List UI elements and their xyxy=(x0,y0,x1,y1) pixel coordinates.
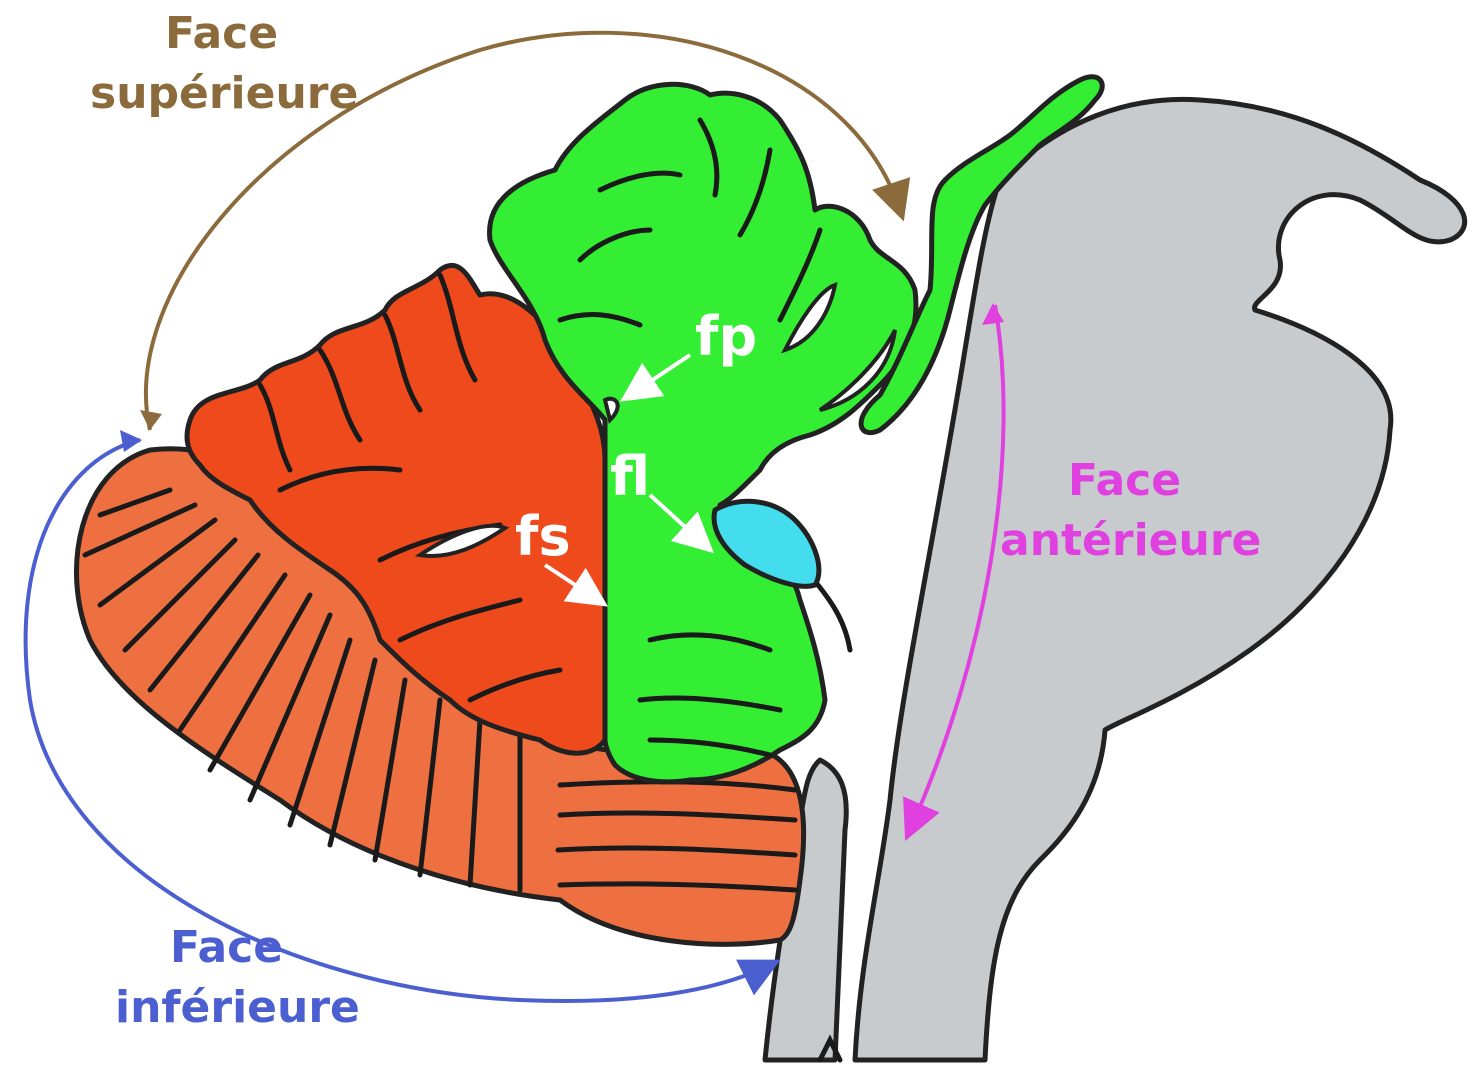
label-face-anterieure-line2: antérieure xyxy=(1000,515,1261,566)
label-face-anterieure-line1: Face xyxy=(1068,455,1181,506)
superior-arrow-head-start xyxy=(140,410,162,430)
label-fissure-fp: fp xyxy=(695,305,757,368)
label-face-inferieure-line2: inférieure xyxy=(115,982,360,1033)
label-face-superieure-line1: Face xyxy=(165,8,278,59)
label-face-inferieure-line1: Face xyxy=(170,922,283,973)
inferior-arrow-head-start xyxy=(120,430,142,452)
label-fissure-fs: fs xyxy=(515,505,571,568)
label-fissure-fl: fl xyxy=(610,445,650,508)
label-face-superieure-line2: supérieure xyxy=(90,68,358,119)
